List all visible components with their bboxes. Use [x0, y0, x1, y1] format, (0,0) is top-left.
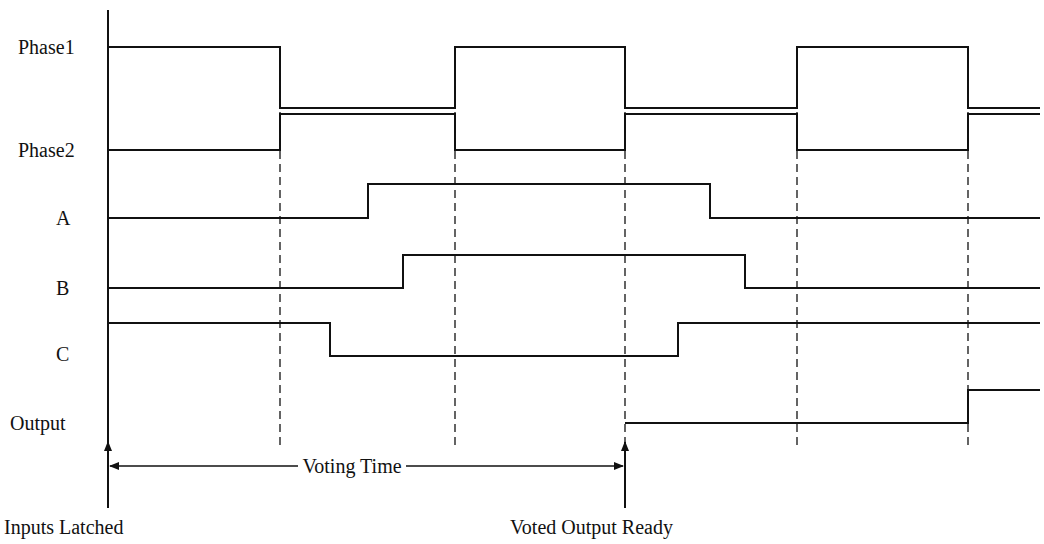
a-waveform [108, 184, 1040, 218]
signal-name: B [56, 278, 69, 298]
time-axis [107, 10, 109, 445]
signal-name: Phase2 [18, 140, 75, 160]
dimension-label: Voting Time [298, 456, 405, 476]
event-arrow [107, 442, 109, 508]
signal-name: C [56, 344, 69, 364]
c-waveform [108, 323, 1040, 356]
phase1-waveform [108, 47, 1040, 108]
dimension-arrow [110, 465, 200, 467]
event-label: Voted Output Ready [510, 517, 673, 537]
phase2-waveform [108, 114, 1040, 150]
signal-name: Phase1 [18, 37, 75, 57]
b-waveform [108, 255, 1040, 288]
signal-name: Output [10, 413, 66, 433]
event-label: Inputs Latched [4, 517, 123, 537]
dimension-arrow [500, 465, 623, 467]
phase-markers [280, 47, 968, 448]
event-arrow [624, 442, 626, 508]
output-waveform [625, 390, 1040, 423]
signal-name: A [56, 208, 70, 228]
